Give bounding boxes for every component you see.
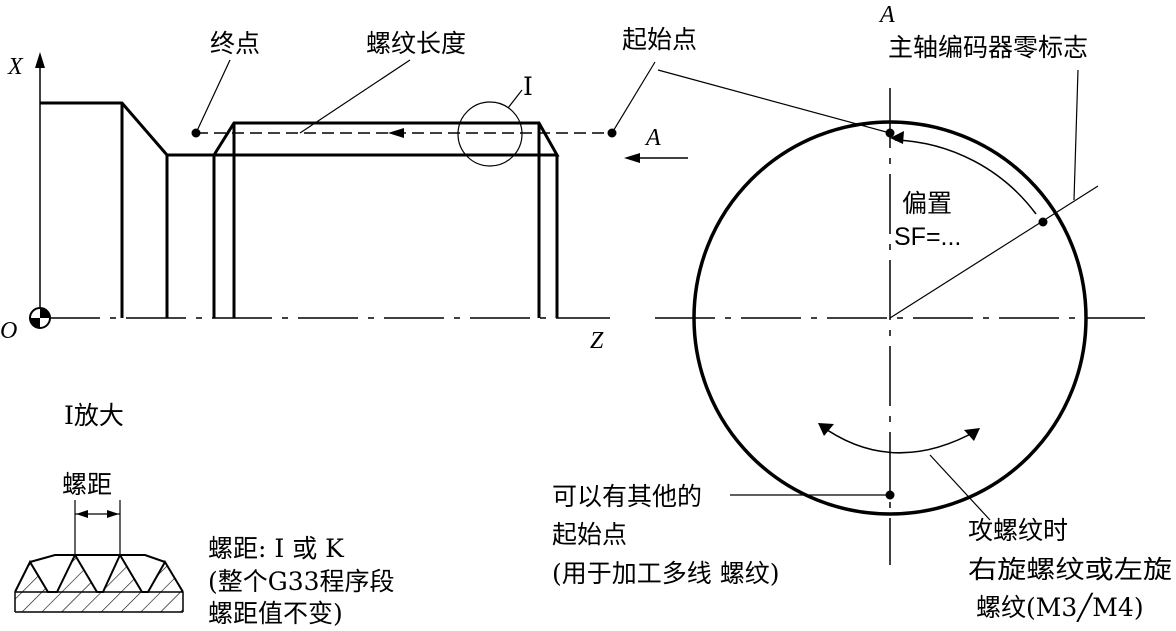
other-start-line3: (用于加工多线 螺纹) xyxy=(552,559,779,588)
zero-mark-dot xyxy=(885,128,895,138)
thread-length-label: 螺纹长度 xyxy=(366,29,466,58)
tapping-line3: 螺纹(M3╱M4) xyxy=(976,592,1144,622)
top-a-label: A xyxy=(878,2,895,28)
tapping-line2: 右旋螺纹或左旋 xyxy=(968,555,1172,584)
origin-label: O xyxy=(0,318,17,344)
other-start-line2: 起始点 xyxy=(552,520,627,549)
direction-a-label: A xyxy=(644,125,661,151)
spindle-encoder-label: 主轴编码器零标志 xyxy=(888,33,1088,62)
pitch-desc-line2: (整个G33程序段 xyxy=(208,567,395,596)
end-point-leader xyxy=(195,59,231,134)
z-axis-label: Z xyxy=(590,328,604,354)
x-axis-label: X xyxy=(7,54,24,80)
origin-symbol xyxy=(29,307,51,329)
detail-circle xyxy=(457,101,523,167)
rotation-arc xyxy=(819,424,979,454)
thread-detail xyxy=(14,500,184,613)
detail-title: I放大 xyxy=(64,401,124,430)
thread-length-leader xyxy=(299,59,411,134)
x-axis xyxy=(35,52,45,320)
offset-label: 偏置 xyxy=(902,189,952,218)
offset-value-label: SF=... xyxy=(894,223,961,251)
pitch-desc-line3: 螺距值不变) xyxy=(208,599,343,628)
workpiece-profile xyxy=(40,101,560,318)
other-start-line1: 可以有其他的 xyxy=(552,482,702,511)
tapping-line1: 攻螺纹时 xyxy=(968,516,1068,545)
direction-a-arrow xyxy=(624,153,688,163)
pitch-label: 螺距 xyxy=(62,470,112,499)
thread-path xyxy=(191,128,617,138)
end-point-label: 终点 xyxy=(210,29,260,58)
start-point-leader xyxy=(611,61,656,134)
pitch-desc-line1: 螺距: I 或 K xyxy=(208,534,345,563)
offset-arc xyxy=(894,139,1037,215)
detail-marker-label: I xyxy=(523,72,533,101)
start-point-label: 起始点 xyxy=(622,25,697,54)
